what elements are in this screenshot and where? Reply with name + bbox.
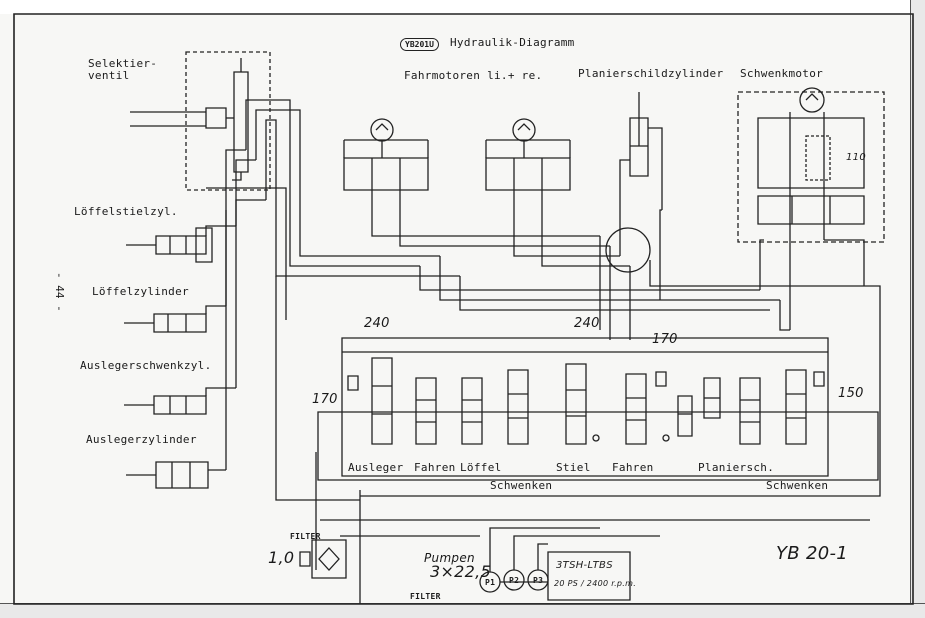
engine-box bbox=[548, 552, 630, 600]
label-travel-motors: Fahrmotoren li.+ re. bbox=[404, 69, 543, 82]
pumps-label: Pumpen bbox=[424, 551, 475, 565]
label-swing-right: Schwenken bbox=[766, 479, 829, 492]
swing-motor-outline bbox=[738, 92, 884, 242]
engine-power: 20 PS / 2400 r.p.m. bbox=[554, 579, 637, 588]
pressure-240-left: 240 bbox=[364, 316, 390, 331]
junction-circle bbox=[606, 228, 650, 272]
pressure-240-right: 240 bbox=[574, 316, 600, 331]
boom-cylinder bbox=[126, 462, 226, 488]
label-boom: Ausleger bbox=[348, 461, 404, 474]
pressure-170-top: 170 bbox=[652, 332, 678, 347]
pump-p1-label: P1 bbox=[485, 578, 496, 587]
pressure-110: 110 bbox=[846, 152, 866, 163]
valve-sections bbox=[372, 358, 806, 444]
label-bucket-cylinder: Löffelzylinder bbox=[92, 285, 189, 298]
selector-valve-outline bbox=[186, 52, 270, 190]
pressure-170-left: 170 bbox=[312, 392, 338, 407]
label-boom-swing-cylinder: Auslegerschwenkzyl. bbox=[80, 359, 212, 372]
bucket-cylinder bbox=[124, 306, 226, 332]
engine-model: 3TSH-LTBS bbox=[556, 560, 613, 571]
label-selector-valve: Selektier- ventil bbox=[88, 57, 158, 82]
model-badge: YB201U bbox=[400, 38, 439, 51]
pumps-spec: 3×22,5 bbox=[430, 562, 492, 581]
travel-motor-left-symbol bbox=[371, 119, 393, 141]
label-bucket: Löffel bbox=[460, 461, 502, 474]
label-swing-left: Schwenken bbox=[490, 479, 553, 492]
valve-bank-outline bbox=[342, 338, 828, 476]
travel-motor-right-valve bbox=[486, 158, 570, 190]
pump-p3-label: P3 bbox=[533, 576, 544, 585]
label-swing-motor: Schwenkmotor bbox=[740, 67, 824, 80]
diagram-title: Hydraulik-Diagramm bbox=[450, 36, 575, 49]
filter-box bbox=[312, 540, 346, 578]
scan-top-margin bbox=[0, 0, 925, 14]
pump-p2-label: P2 bbox=[509, 576, 520, 585]
label-blade-cylinder: Planierschildzylinder bbox=[578, 67, 724, 80]
label-travel-right: Fahren bbox=[612, 461, 654, 474]
label-arm-cylinder: Löffelstielzyl. bbox=[74, 205, 178, 218]
label-arm: Stiel bbox=[556, 461, 591, 474]
model-mark: YB 20-1 bbox=[776, 543, 849, 564]
arm-cylinder bbox=[126, 226, 236, 262]
boom-swing-cylinder bbox=[124, 388, 236, 414]
filter-label-top: FILTER bbox=[290, 532, 321, 541]
travel-motor-right-symbol bbox=[513, 119, 535, 141]
filter-value: 1,0 bbox=[268, 548, 295, 567]
page-border bbox=[14, 14, 913, 604]
filter-label-bottom: FILTER bbox=[410, 592, 441, 601]
label-blade: Planiersch. bbox=[698, 461, 775, 474]
swing-motor-symbol bbox=[800, 88, 824, 112]
hydraulic-lines bbox=[206, 100, 880, 500]
label-boom-cylinder: Auslegerzylinder bbox=[86, 433, 197, 446]
page-number: - 44 - bbox=[53, 272, 66, 312]
swing-motor-valve bbox=[758, 196, 864, 224]
pressure-150: 150 bbox=[838, 386, 864, 401]
travel-motor-left-valve bbox=[344, 158, 428, 190]
label-travel-left: Fahren bbox=[414, 461, 456, 474]
